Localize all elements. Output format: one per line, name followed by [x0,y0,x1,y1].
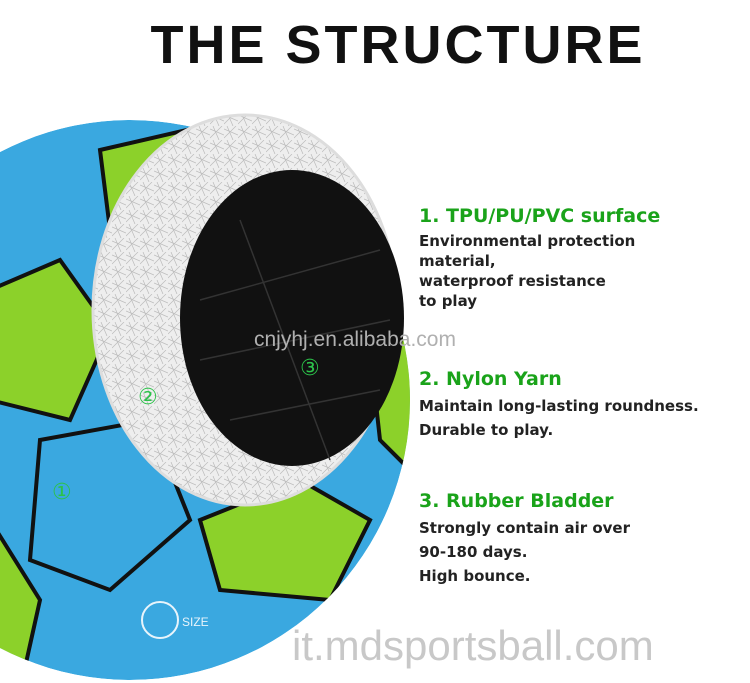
feature-line: Environmental protection [419,232,636,250]
feature-heading: 3. Rubber Bladder [419,490,614,512]
feature-nylon-yarn: 2. Nylon Yarn Maintain long-lasting roun… [419,368,699,442]
feature-line: 90-180 days. [419,543,528,561]
feature-rubber-bladder: 3. Rubber Bladder Strongly contain air o… [419,490,630,588]
feature-heading: 1. TPU/PU/PVC surface [419,205,661,227]
watermark-center: cnjyhj.en.alibaba.com [254,328,456,351]
page-title: THE STRUCTURE [150,15,646,75]
feature-line: Maintain long-lasting roundness. [419,397,699,415]
marker-3: ③ [300,356,320,381]
marker-2: ② [138,385,158,410]
feature-heading: 2. Nylon Yarn [419,368,562,390]
feature-line: material, [419,252,496,270]
feature-line: to play [419,292,478,310]
feature-line: waterproof resistance [419,272,606,290]
watermark-bottom: it.mdsportsball.com [292,622,654,669]
feature-line: High bounce. [419,567,531,585]
feature-line: Durable to play. [419,421,554,439]
feature-surface: 1. TPU/PU/PVC surface Environmental prot… [419,205,660,311]
ball-size-label: SIZE [182,615,209,629]
marker-1: ① [52,480,72,505]
feature-line: Strongly contain air over [419,519,630,537]
